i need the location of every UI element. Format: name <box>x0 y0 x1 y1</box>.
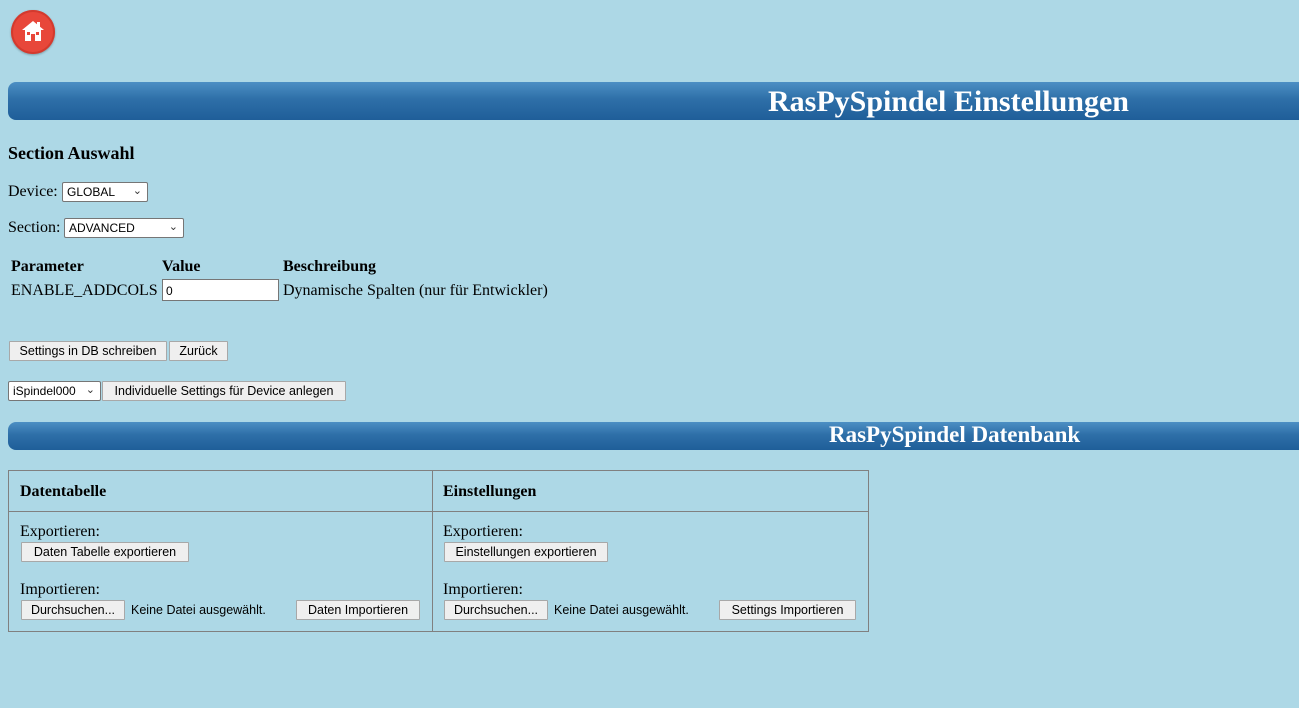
database-table: Datentabelle Exportieren: Daten Tabelle … <box>8 470 869 632</box>
device-select-value: GLOBAL <box>67 185 116 199</box>
row-divider <box>9 511 868 512</box>
settings-import-label: Importieren: <box>443 581 523 598</box>
datatable-export-label: Exportieren: <box>20 523 100 540</box>
section-select[interactable]: ADVANCED ⌄ <box>64 218 184 238</box>
param-name: ENABLE_ADDCOLS <box>11 282 158 299</box>
param-description: Dynamische Spalten (nur für Entwickler) <box>283 282 548 299</box>
settings-header: Einstellungen <box>443 483 537 500</box>
col-header-description: Beschreibung <box>283 258 377 275</box>
header-banner: RasPySpindel Einstellungen <box>8 82 1299 120</box>
import-settings-button[interactable]: Settings Importieren <box>719 600 856 620</box>
database-banner: RasPySpindel Datenbank <box>8 422 1299 450</box>
home-icon <box>22 21 44 41</box>
page-title: RasPySpindel Einstellungen <box>768 85 1129 118</box>
chevron-down-icon: ⌄ <box>132 185 142 197</box>
col-header-value: Value <box>162 258 201 275</box>
back-button[interactable]: Zurück <box>169 341 228 361</box>
device-select[interactable]: GLOBAL ⌄ <box>62 182 148 202</box>
home-button[interactable] <box>11 10 55 54</box>
create-device-settings-button[interactable]: Individuelle Settings für Device anlegen <box>102 381 346 401</box>
chevron-down-icon: ⌄ <box>168 221 178 233</box>
save-settings-button[interactable]: Settings in DB schreiben <box>9 341 167 361</box>
database-title: RasPySpindel Datenbank <box>829 422 1081 447</box>
section-select-value: ADVANCED <box>69 221 135 235</box>
column-divider <box>432 471 433 631</box>
settings-browse-button[interactable]: Durchsuchen... <box>444 600 548 620</box>
param-value-text: 0 <box>166 284 173 298</box>
import-datatable-button[interactable]: Daten Importieren <box>296 600 420 620</box>
device-label: Device: <box>8 183 58 200</box>
datatable-header: Datentabelle <box>20 483 107 500</box>
section-title: Section Auswahl <box>8 143 135 163</box>
export-settings-button[interactable]: Einstellungen exportieren <box>444 542 608 562</box>
export-datatable-button[interactable]: Daten Tabelle exportieren <box>21 542 189 562</box>
col-header-parameter: Parameter <box>11 258 84 275</box>
section-label: Section: <box>8 219 61 236</box>
param-value-input[interactable]: 0 <box>162 279 279 301</box>
datatable-import-label: Importieren: <box>20 581 100 598</box>
settings-export-label: Exportieren: <box>443 523 523 540</box>
settings-no-file-text: Keine Datei ausgewählt. <box>554 603 689 617</box>
datatable-browse-button[interactable]: Durchsuchen... <box>21 600 125 620</box>
datatable-no-file-text: Keine Datei ausgewählt. <box>131 603 266 617</box>
device-instance-select[interactable]: iSpindel000 ⌄ <box>8 381 101 401</box>
device-instance-value: iSpindel000 <box>13 384 76 398</box>
chevron-down-icon: ⌄ <box>85 384 95 396</box>
